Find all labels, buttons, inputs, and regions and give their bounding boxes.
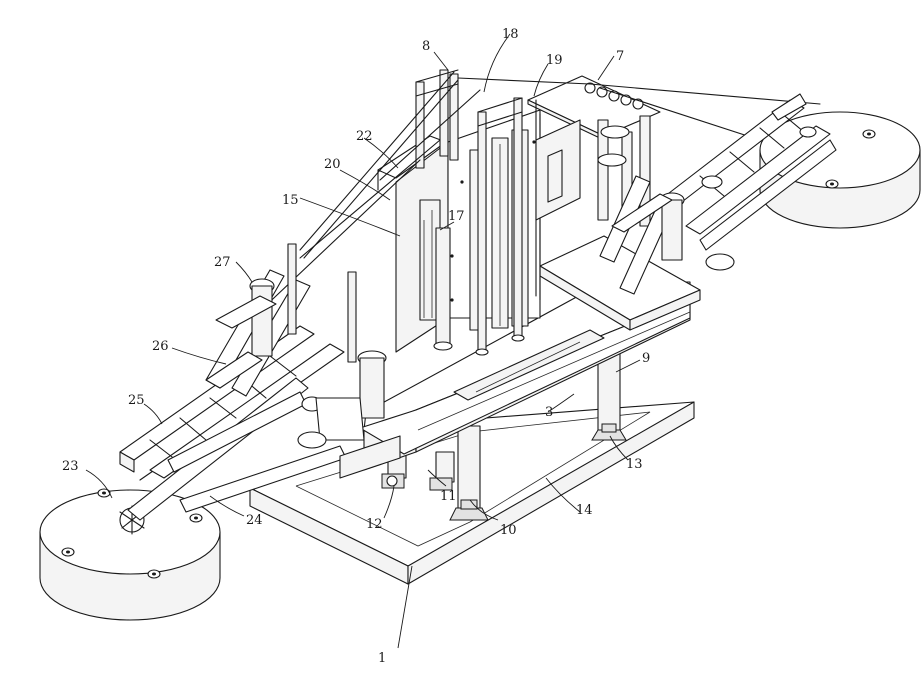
label-12: 12 — [366, 517, 383, 532]
label-18: 18 — [502, 27, 519, 42]
label-11: 11 — [440, 489, 457, 504]
label-22: 22 — [356, 129, 373, 144]
label-15: 15 — [282, 193, 299, 208]
label-25: 25 — [128, 393, 145, 408]
label-8: 8 — [422, 39, 430, 54]
label-26: 26 — [152, 339, 169, 354]
label-10: 10 — [500, 523, 517, 538]
label-14: 14 — [576, 503, 593, 518]
label-3: 3 — [545, 405, 553, 420]
label-27: 27 — [214, 255, 231, 270]
label-19: 19 — [546, 53, 563, 68]
label-1: 1 — [378, 651, 386, 666]
label-7: 7 — [616, 49, 624, 64]
label-23: 23 — [62, 459, 79, 474]
foot-12 — [382, 474, 404, 488]
label-9: 9 — [642, 351, 650, 366]
label-17: 17 — [448, 209, 465, 224]
label-13: 13 — [626, 457, 643, 472]
label-20: 20 — [324, 157, 341, 172]
label-24: 24 — [246, 513, 263, 528]
